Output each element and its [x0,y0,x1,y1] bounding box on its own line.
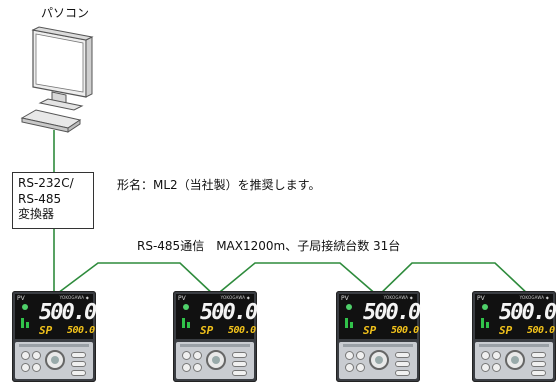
brand-label: YOKOGAWA ◆ [519,295,549,300]
key-button[interactable] [71,352,86,358]
key-button[interactable] [481,363,490,372]
controller-3: PV YOKOGAWA ◆ 500.0 SP 500.0 [336,291,421,382]
brand-label: YOKOGAWA ◆ [383,295,413,300]
key-button[interactable] [345,351,354,360]
pv-value: 500.0 [363,300,421,325]
controller-1: PV YOKOGAWA ◆ 500.0 SP 500.0 [12,291,97,382]
key-button[interactable] [32,363,41,372]
pv-tag: PV [477,295,485,302]
pv-tag: PV [17,295,25,302]
key-button[interactable] [21,351,30,360]
pv-value: 500.0 [499,300,557,325]
key-strip [19,344,89,347]
controller-display: PV YOKOGAWA ◆ 500.0 SP 500.0 [176,294,258,339]
key-strip [479,344,549,347]
key-button[interactable] [531,352,546,358]
key-button[interactable] [395,370,410,376]
controller-keypad [176,342,254,379]
controller-display: PV YOKOGAWA ◆ 500.0 SP 500.0 [339,294,421,339]
model-recommendation-note: 形名：ML2（当社製）を推奨します。 [117,178,321,192]
pv-value: 500.0 [200,300,258,325]
sp-tag: SP [200,324,214,337]
key-button[interactable] [71,361,86,367]
status-led-icon [22,304,28,310]
key-button[interactable] [345,363,354,372]
converter-box: RS-232C/ RS-485 変換器 [12,172,94,229]
sp-tag: SP [499,324,513,337]
key-button[interactable] [193,351,202,360]
key-button[interactable] [531,370,546,376]
pv-tag: PV [178,295,186,302]
level-bar-icon [345,318,348,328]
pv-tag: PV [341,295,349,302]
jog-dial-icon[interactable] [45,350,65,370]
level-bar-icon [21,318,24,328]
status-led-icon [346,304,352,310]
jog-dial-icon[interactable] [369,350,389,370]
controller-display: PV YOKOGAWA ◆ 500.0 SP 500.0 [475,294,557,339]
sp-value: 500.0 [527,325,555,336]
controller-display: PV YOKOGAWA ◆ 500.0 SP 500.0 [15,294,97,339]
key-button[interactable] [395,361,410,367]
key-button[interactable] [481,351,490,360]
sp-tag: SP [363,324,377,337]
status-led-icon [183,304,189,310]
level-bar-icon [182,318,185,328]
key-button[interactable] [232,352,247,358]
jog-dial-icon[interactable] [206,350,226,370]
converter-line-1: RS-232C/ [18,176,74,190]
pc-monitor-icon [31,26,94,111]
sp-tag: SP [39,324,53,337]
controller-keypad [339,342,417,379]
pv-value: 500.0 [39,300,97,325]
controller-2: PV YOKOGAWA ◆ 500.0 SP 500.0 [173,291,258,382]
converter-line-2: RS-485 [18,191,62,206]
sp-value: 500.0 [67,325,95,336]
jog-dial-icon[interactable] [505,350,525,370]
key-button[interactable] [232,370,247,376]
converter-line-3: 変換器 [18,207,55,221]
key-strip [180,344,250,347]
key-button[interactable] [492,351,501,360]
rs485-bus-line [53,262,531,298]
brand-label: YOKOGAWA ◆ [220,295,250,300]
sp-value: 500.0 [391,325,419,336]
key-button[interactable] [492,363,501,372]
brand-label: YOKOGAWA ◆ [59,295,89,300]
sp-value: 500.0 [228,325,256,336]
key-button[interactable] [356,351,365,360]
key-button[interactable] [32,351,41,360]
key-strip [343,344,413,347]
status-led-icon [482,304,488,310]
rs485-bus-note: RS-485通信 MAX1200m、子局接続台数 31台 [137,239,401,253]
key-button[interactable] [182,351,191,360]
key-button[interactable] [395,352,410,358]
keyboard-icon [20,109,82,133]
level-bar-icon [350,322,353,328]
key-button[interactable] [182,363,191,372]
level-bar-icon [26,322,29,328]
key-button[interactable] [193,363,202,372]
level-bar-icon [187,322,190,328]
key-button[interactable] [356,363,365,372]
key-button[interactable] [232,361,247,367]
pc-label: パソコン [41,6,90,20]
level-bar-icon [486,322,489,328]
controller-keypad [15,342,93,379]
key-button[interactable] [531,361,546,367]
controller-4: PV YOKOGAWA ◆ 500.0 SP 500.0 [472,291,557,382]
controller-keypad [475,342,553,379]
key-button[interactable] [71,370,86,376]
key-button[interactable] [21,363,30,372]
level-bar-icon [481,318,484,328]
